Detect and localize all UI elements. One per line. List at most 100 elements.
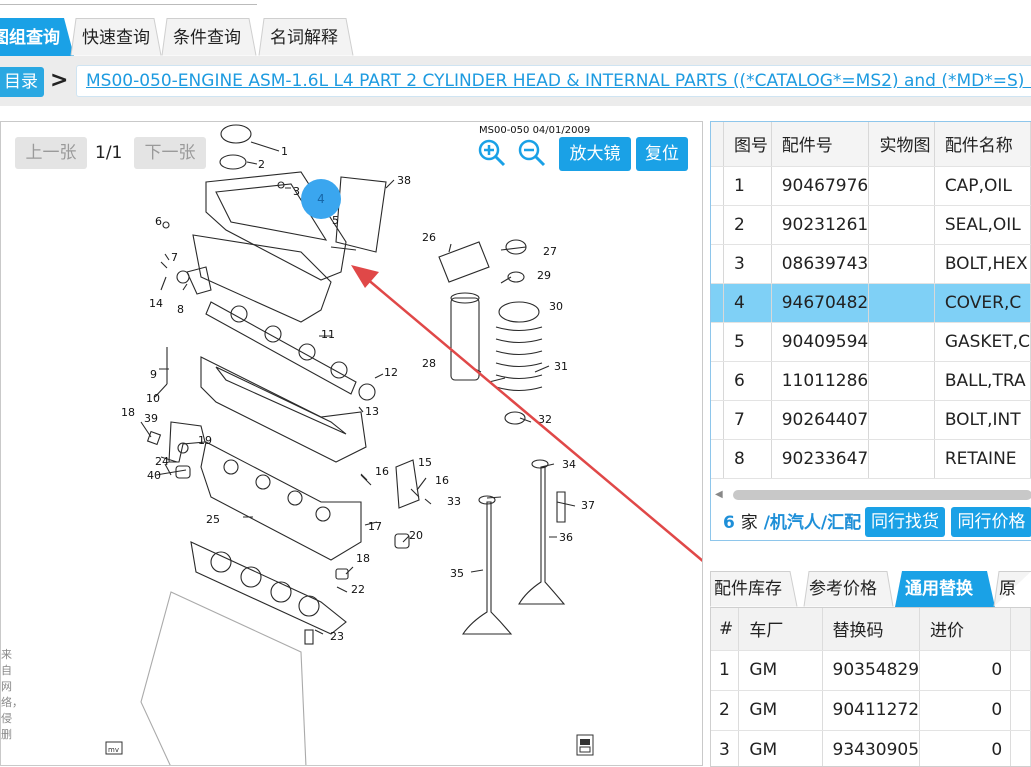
callout-36: 36 <box>559 531 573 544</box>
selected-callout-marker[interactable]: 4 <box>301 179 341 219</box>
dealer-summary[interactable]: 6 家 /机汽人/汇配 <box>723 507 861 539</box>
parts-diagram-panel[interactable]: 1 2 3 5 6 7 8 9 10 11 12 13 14 15 16 16 … <box>0 121 703 766</box>
magnifier-button[interactable]: 放大镜 <box>559 137 631 171</box>
interchange-header-maker: 车厂 <box>738 608 823 651</box>
part-number: 11011286 <box>771 361 870 401</box>
part-index: 7 <box>723 400 772 440</box>
part-name: RETAINE <box>934 439 1031 479</box>
breadcrumb-home-link[interactable]: 目录 <box>0 67 44 97</box>
row-extra <box>1010 690 1031 731</box>
tab-interchange[interactable]: 通用替换 <box>895 571 995 607</box>
callout-40: 40 <box>147 469 161 482</box>
interchange-header-code: 替换码 <box>822 608 921 651</box>
callout-28: 28 <box>422 357 436 370</box>
row-maker: GM <box>738 650 823 691</box>
tab-quick-query[interactable]: 快速查询 <box>70 18 162 56</box>
tab-stock[interactable]: 配件库存 <box>710 571 798 607</box>
tab-glossary-bg <box>258 18 354 56</box>
callout-7: 7 <box>171 251 178 264</box>
parts-header-photo: 实物图 <box>868 122 935 167</box>
tab-oem[interactable]: 原厂 <box>993 571 1031 635</box>
peer-price-button[interactable]: 同行价格 <box>951 507 1031 537</box>
callout-32: 32 <box>538 413 552 426</box>
tab-glossary[interactable]: 名词解释 <box>258 18 354 56</box>
breadcrumb-separator-icon: > <box>50 68 69 93</box>
purchase-price: 0 <box>919 690 1012 731</box>
zoom-out-icon[interactable] <box>517 138 547 168</box>
callout-9: 9 <box>150 368 157 381</box>
tab-condition-query-label: 条件查询 <box>173 28 241 48</box>
exploded-parts-drawing[interactable]: 1 2 3 5 6 7 8 9 10 11 12 13 14 15 16 16 … <box>1 122 703 766</box>
part-cylinder-head-shape <box>200 441 362 561</box>
parts-table-header: 图号 配件号 实物图 配件名称 <box>711 122 1031 167</box>
zoom-in-icon[interactable] <box>477 138 507 168</box>
dealer-count: 6 <box>723 513 735 533</box>
breadcrumb-current-path-link[interactable]: MS00-050-ENGINE ASM-1.6L L4 PART 2 CYLIN… <box>76 65 1031 97</box>
part-number: 94670482 <box>771 283 870 323</box>
row-marker <box>711 205 724 245</box>
replacement-code: 90411272 <box>822 690 921 731</box>
detail-tab-bar: 配件库存 参考价格 通用替换 原厂 <box>710 571 1031 635</box>
prev-page-button[interactable]: 上一张 <box>15 137 87 169</box>
part-number: 90264407 <box>771 400 870 440</box>
part-engine-block-shape <box>140 591 307 765</box>
part-number: 90231261 <box>771 205 870 245</box>
callout-16b: 16 <box>435 474 449 487</box>
part-number: 90467976 <box>771 166 870 206</box>
tab-oem-bg <box>993 571 1031 607</box>
callout-13: 13 <box>365 405 379 418</box>
part-index: 1 <box>723 166 772 206</box>
tab-interchange-bg <box>895 571 995 607</box>
reset-button[interactable]: 复位 <box>636 137 688 171</box>
part-name: GASKET,C <box>934 322 1031 362</box>
tab-reference-price[interactable]: 参考价格 <box>803 571 894 607</box>
tab-condition-query[interactable]: 条件查询 <box>161 18 257 56</box>
callout-17: 17 <box>368 520 382 533</box>
callout-14: 14 <box>149 297 163 310</box>
part-head-gasket-shape <box>190 541 347 635</box>
scrollbar-thumb[interactable] <box>733 490 1031 500</box>
tab-glossary-label: 名词解释 <box>270 28 338 48</box>
callout-27: 27 <box>543 245 557 258</box>
tab-top-divider <box>0 4 257 5</box>
part-index: 6 <box>723 361 772 401</box>
row-index: 1 <box>711 650 740 691</box>
part-exhaust-valve-shape <box>518 466 566 605</box>
callout-numbers: 1 2 3 5 6 7 8 9 10 11 12 13 14 15 16 16 … <box>121 145 595 643</box>
interchange-table-header: # 车厂 替换码 进价 <box>711 608 1031 651</box>
part-index: 5 <box>723 322 772 362</box>
callout-12: 12 <box>384 366 398 379</box>
row-marker <box>711 166 724 206</box>
part-rocker-arm-shape <box>438 241 490 283</box>
dealer-unit: 家 <box>740 513 758 533</box>
tab-reference-price-bg <box>803 571 894 607</box>
callout-18a: 18 <box>121 406 135 419</box>
part-index: 4 <box>723 283 772 323</box>
interchange-header-extra <box>1010 608 1031 651</box>
row-maker: GM <box>738 690 823 731</box>
peer-find-button[interactable]: 同行找货 <box>865 507 945 537</box>
parts-table-scrollbar[interactable]: ◀ <box>715 487 1031 501</box>
callout-37: 37 <box>581 499 595 512</box>
scroll-left-icon[interactable]: ◀ <box>715 489 723 500</box>
dealer-names[interactable]: /机汽人/汇配 <box>763 513 862 533</box>
part-cover-gasket-shape <box>192 234 332 323</box>
part-bracket-15-shape <box>395 459 420 509</box>
tab-group-query[interactable]: 图组查询 <box>0 18 74 56</box>
next-page-button[interactable]: 下一张 <box>134 137 206 169</box>
purchase-price: 0 <box>919 650 1012 691</box>
